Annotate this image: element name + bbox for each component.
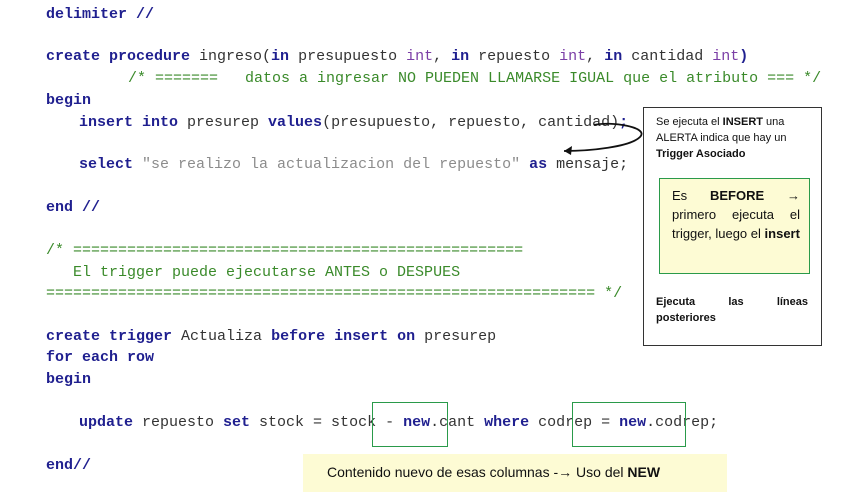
- code-line-select: select "se realizo la actualizacion del …: [79, 156, 629, 173]
- callout-line-3: Trigger Asociado: [656, 148, 746, 160]
- callout-bottom: Ejecuta las líneas posteriores: [656, 296, 808, 324]
- code-line-begin: begin: [46, 92, 92, 109]
- right-arrow-icon: →: [787, 188, 800, 203]
- callout-line-1: Se ejecuta el INSERT una: [656, 116, 785, 128]
- code-comment-datos: /* ======= datos a ingresar NO PUEDEN LL…: [128, 70, 822, 87]
- right-arrow-icon: →: [558, 464, 573, 480]
- code-line-end-2: end//: [46, 457, 92, 474]
- code-line-insert: insert into presurep values(presupuesto,…: [79, 114, 629, 131]
- highlight-new-codrep: [572, 402, 686, 447]
- callout-line-2: ALERTA indica que hay un: [656, 132, 787, 144]
- before-note-text: Es BEFORE → primero ejecuta el trigger, …: [672, 188, 800, 241]
- flow-arrow: [563, 122, 643, 155]
- code-line-for-each-row: for each row: [46, 349, 155, 366]
- code-line-begin-2: begin: [46, 371, 92, 388]
- code-line-update: update repuesto set stock = stock - new.…: [79, 414, 719, 431]
- code-line-create-procedure: create procedure ingreso(in presupuesto …: [46, 48, 749, 65]
- code-line-create-trigger: create trigger Actualiza before insert o…: [46, 328, 497, 345]
- code-line-delimiter: delimiter //: [46, 6, 155, 23]
- code-comment-close: ========================================…: [46, 285, 623, 302]
- code-comment-open: /* =====================================…: [46, 242, 524, 259]
- code-comment-trigger: El trigger puede ejecutarse ANTES o DESP…: [46, 264, 461, 281]
- new-note-text: Contenido nuevo de esas columnas -→ Uso …: [327, 464, 661, 480]
- code-line-end: end //: [46, 199, 101, 216]
- new-note-box: [303, 454, 727, 492]
- highlight-new-cant: [372, 402, 448, 447]
- before-note-box: [659, 178, 810, 274]
